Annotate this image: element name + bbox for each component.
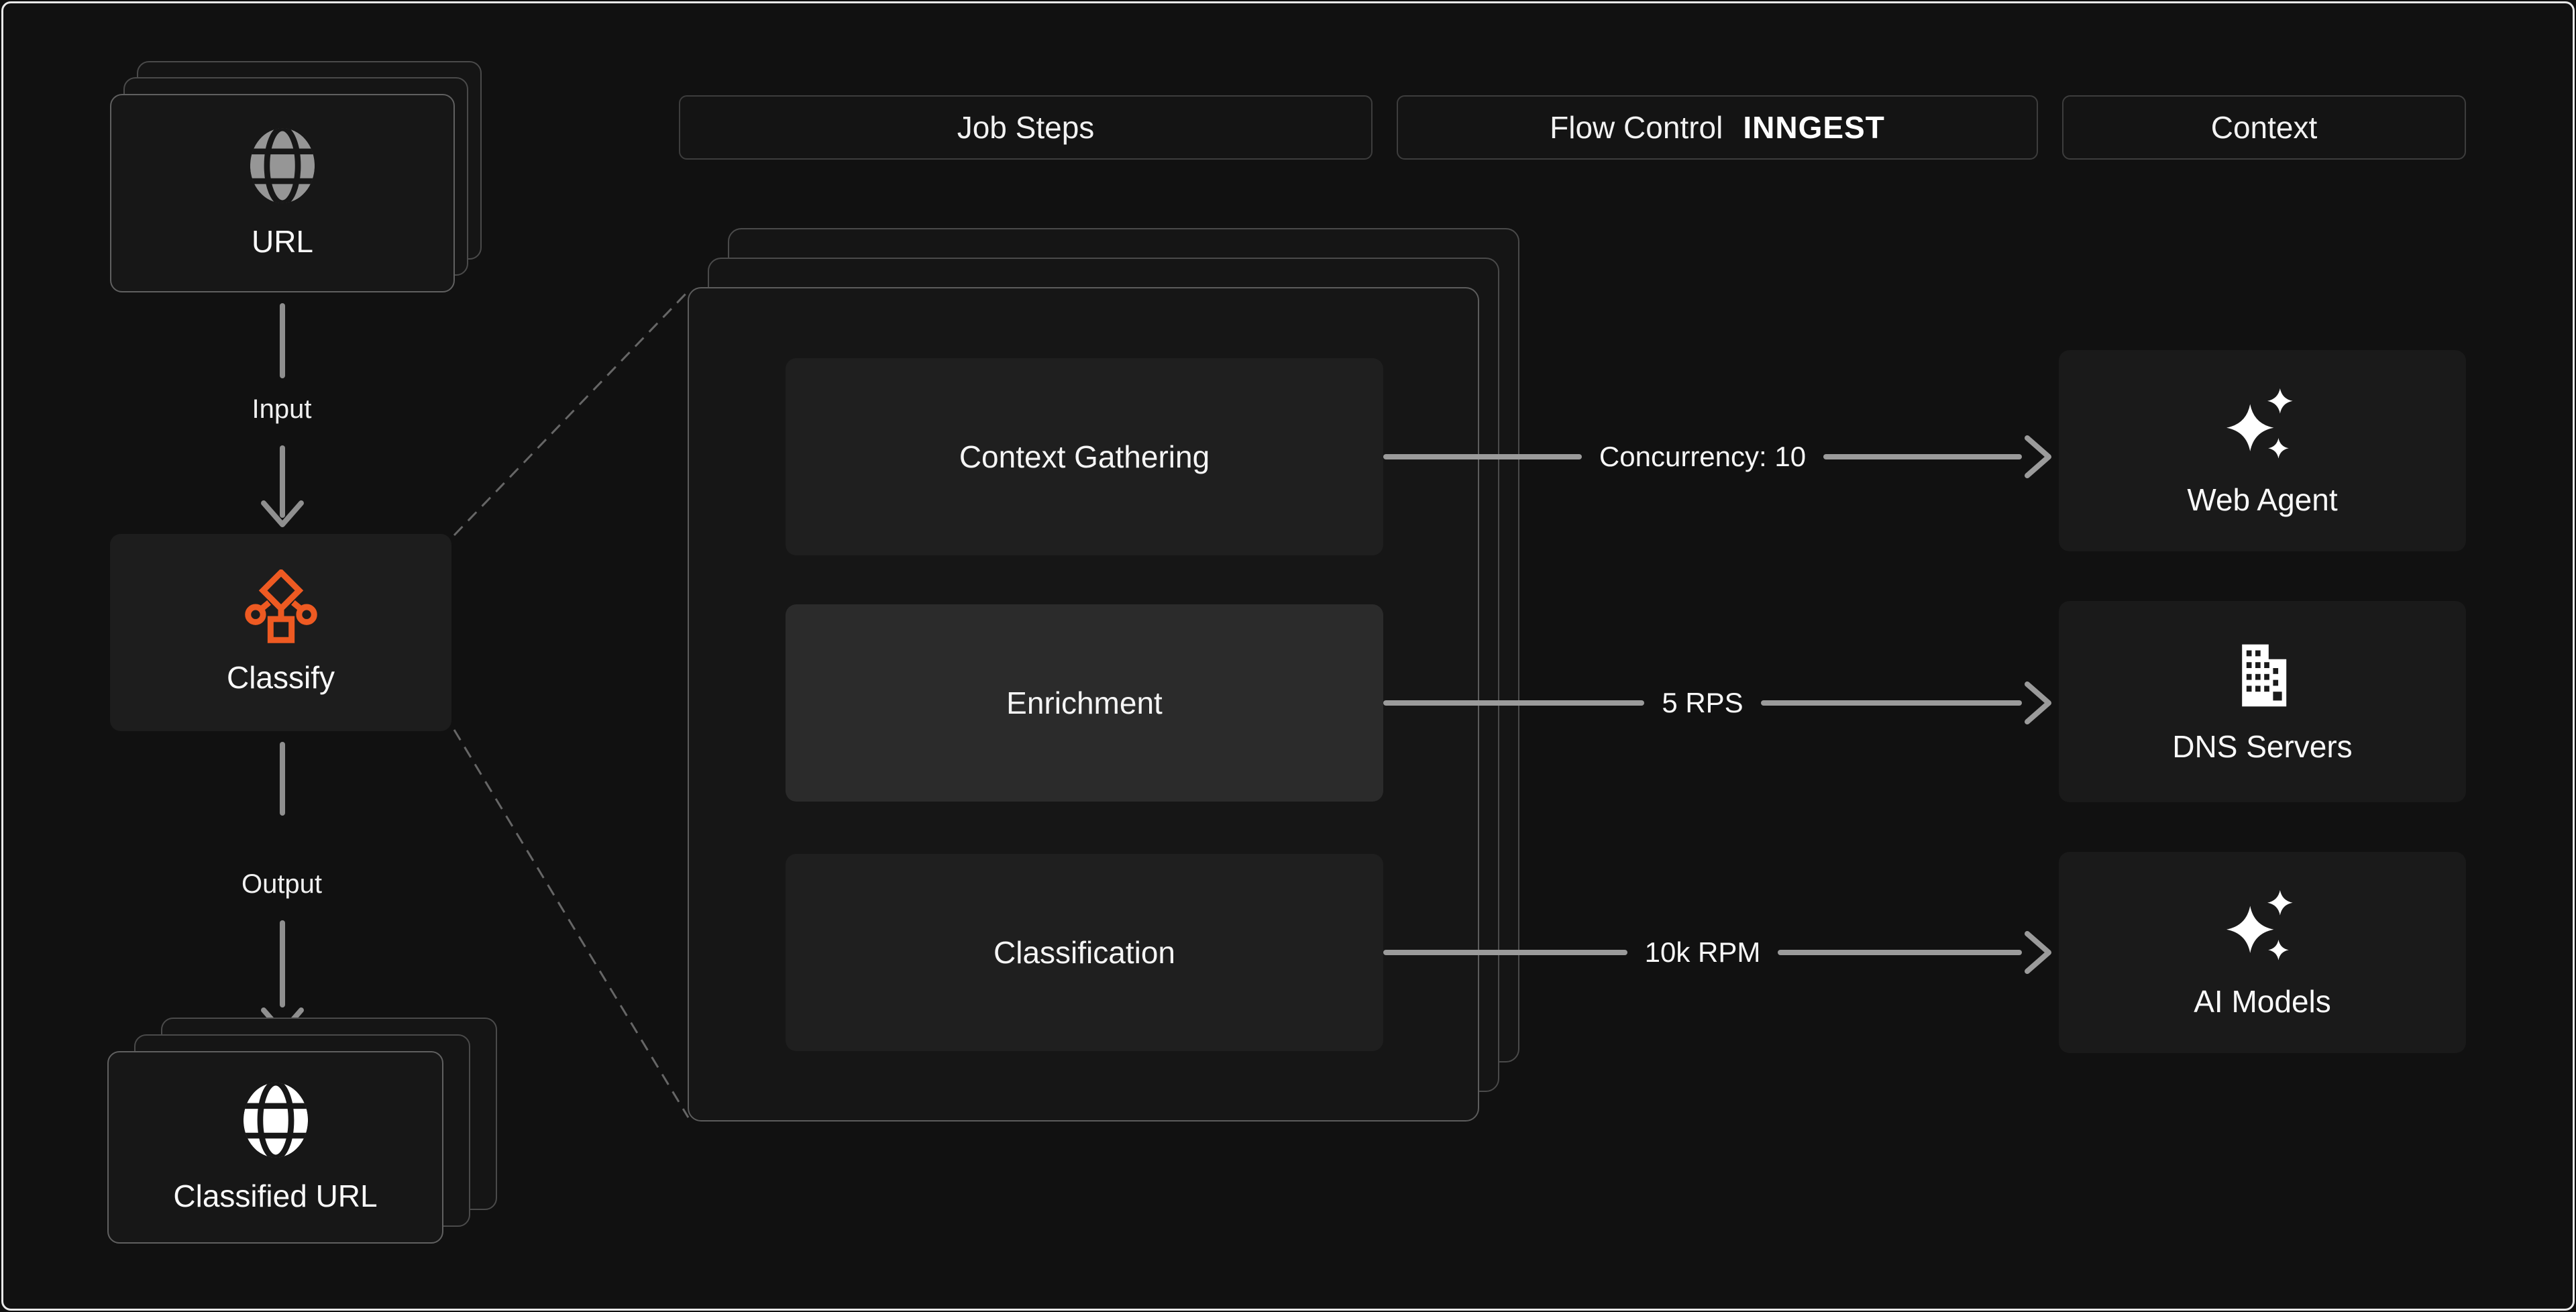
output-arrow-line (280, 742, 285, 816)
input-arrow-line (280, 303, 285, 378)
arrow-line (1383, 454, 1582, 459)
job-step-label: Context Gathering (959, 439, 1210, 474)
header-flow-control-label: Flow Control (1550, 110, 1723, 145)
job-step-classification: Classification (786, 854, 1383, 1051)
header-job-steps-label: Job Steps (957, 110, 1095, 145)
arrowhead-down-icon (261, 500, 304, 527)
arrow-line (1760, 700, 2023, 706)
input-arrow-line (280, 445, 285, 518)
service-ai-models: AI Models (2059, 852, 2466, 1053)
header-job-steps: Job Steps (679, 95, 1373, 160)
url-input-card: URL (110, 94, 455, 292)
arrow-line (1823, 454, 2022, 459)
arrow-line (1383, 950, 1627, 955)
classified-url-card-label: Classified URL (173, 1178, 378, 1213)
job-step-label: Classification (994, 935, 1175, 970)
input-arrow-label: Input (252, 394, 312, 424)
globe-filled-icon (243, 1082, 308, 1158)
inngest-logo: INNGEST (1743, 110, 1885, 145)
header-context-label: Context (2210, 110, 2318, 145)
flow-control-label: 5 RPS (1662, 687, 1743, 718)
sparkles-icon (2226, 890, 2293, 961)
header-context: Context (2062, 95, 2466, 160)
flow-arrow-concurrency: Concurrency: 10 (1383, 433, 2022, 481)
output-arrow-label: Output (241, 869, 323, 899)
arrowhead-right-icon (2025, 931, 2051, 974)
service-dns-servers: DNS Servers (2059, 601, 2466, 802)
dashed-line-top (453, 290, 690, 537)
arrow-line (1778, 950, 2022, 955)
flow-control-label: Concurrency: 10 (1599, 441, 1807, 472)
arrowhead-right-icon (2025, 681, 2051, 724)
sparkles-icon (2226, 388, 2293, 459)
output-arrow-line (280, 920, 285, 1007)
service-label: DNS Servers (2172, 729, 2353, 764)
arrow-line (1383, 700, 1645, 706)
dashed-line-bottom (453, 729, 690, 1118)
flow-arrow-rps: 5 RPS (1383, 679, 2023, 727)
header-flow-control: Flow Control INNGEST (1397, 95, 2038, 160)
job-step-enrichment: Enrichment (786, 604, 1383, 802)
building-icon (2241, 644, 2286, 707)
classify-label: Classify (226, 660, 335, 695)
flow-arrow-rpm: 10k RPM (1383, 928, 2022, 977)
service-label: Web Agent (2187, 482, 2338, 517)
globe-icon (250, 128, 315, 203)
arrowhead-right-icon (2025, 435, 2051, 478)
workflow-tree-icon (244, 569, 317, 643)
job-step-label: Enrichment (1006, 686, 1163, 720)
service-label: AI Models (2194, 984, 2331, 1019)
url-card-label: URL (251, 224, 314, 259)
classify-function-box: Classify (110, 534, 451, 731)
service-web-agent: Web Agent (2059, 350, 2466, 551)
job-step-context-gathering: Context Gathering (786, 358, 1383, 555)
classified-url-output-card: Classified URL (107, 1051, 443, 1244)
flow-control-label: 10k RPM (1644, 936, 1761, 968)
